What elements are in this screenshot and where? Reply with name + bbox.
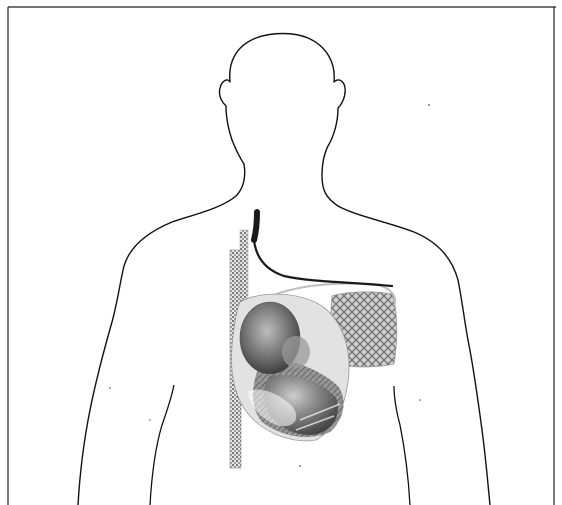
upper-device-segment (240, 230, 248, 310)
neck-lead (254, 212, 257, 240)
